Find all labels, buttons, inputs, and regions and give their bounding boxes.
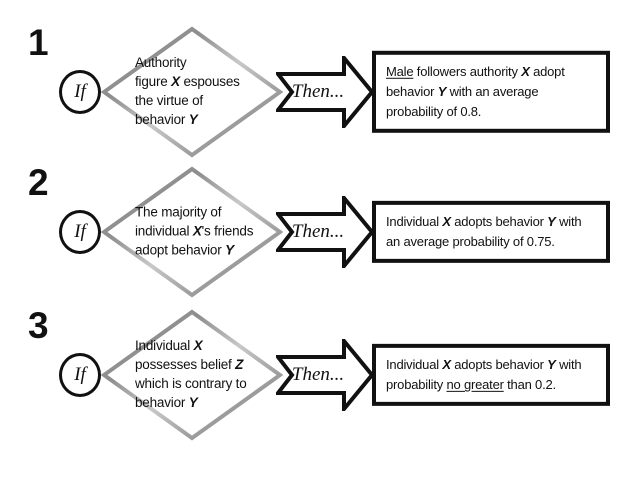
condition-diamond-icon bbox=[101, 26, 283, 158]
if-label: If bbox=[74, 363, 86, 385]
if-label: If bbox=[74, 80, 86, 102]
condition-diamond-icon bbox=[101, 166, 283, 298]
if-circle: If bbox=[59, 70, 101, 114]
then-arrow-icon bbox=[276, 56, 374, 128]
rule-number: 2 bbox=[28, 162, 49, 203]
then-label: Then... bbox=[291, 221, 345, 242]
if-circle: If bbox=[59, 210, 101, 254]
then-label: Then... bbox=[291, 364, 345, 385]
then-label: Then... bbox=[291, 81, 345, 102]
rule-number: 3 bbox=[28, 305, 49, 346]
condition-diamond-icon bbox=[101, 309, 283, 441]
if-circle: If bbox=[59, 353, 101, 397]
rule-number: 1 bbox=[28, 22, 49, 63]
if-label: If bbox=[74, 220, 86, 242]
then-arrow-icon bbox=[276, 339, 374, 411]
then-arrow-icon bbox=[276, 196, 374, 268]
